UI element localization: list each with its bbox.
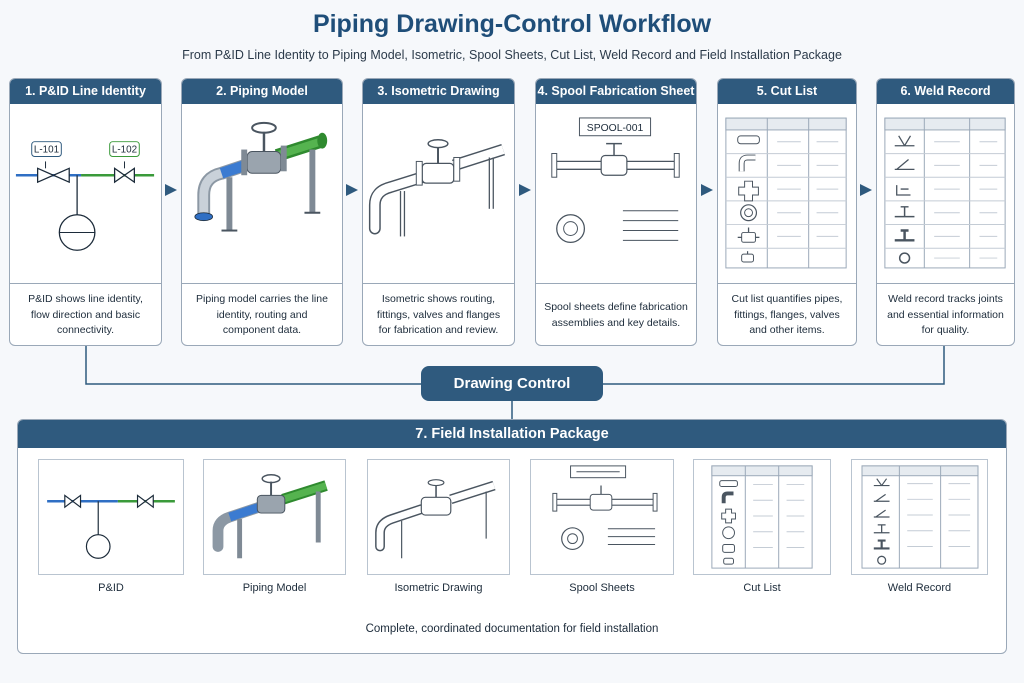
pkg-label: Cut List <box>743 582 781 594</box>
step-heading: 3. Isometric Drawing <box>363 79 514 104</box>
step-description: P&ID shows line identity, flow direction… <box>10 283 161 345</box>
isometric-drawing-icon <box>363 105 514 283</box>
step-weld-record: 6. Weld Record Weld record tracks j <box>876 78 1015 346</box>
arrow-right-icon <box>519 184 531 196</box>
step-heading: 4. Spool Fabrication Sheet <box>536 79 696 104</box>
step-spool-fabrication-sheet: 4. Spool Fabrication Sheet SPOOL-001 Spo… <box>535 78 697 346</box>
piping-model-3d-icon <box>182 105 342 283</box>
step-description: Isometric shows routing, fittings, valve… <box>363 283 514 345</box>
arrow-right-icon <box>165 184 177 196</box>
pkg-thumb-spool-sheets <box>530 459 674 575</box>
pkg-thumb-weld-record <box>851 459 988 575</box>
pkg-thumb-cut-list <box>693 459 831 575</box>
step-description: Spool sheets define fabrication assembli… <box>536 283 696 345</box>
step-description: Cut list quantifies pipes, fittings, fla… <box>718 283 856 345</box>
spool-sheet-icon: SPOOL-001 <box>536 105 696 283</box>
drawing-control-hub: Drawing Control <box>421 366 603 401</box>
spool-tag: SPOOL-001 <box>587 123 644 134</box>
cut-list-table-icon <box>718 105 856 283</box>
page-subtitle: From P&ID Line Identity to Piping Model,… <box>182 48 842 62</box>
field-installation-package: 7. Field Installation Package P&ID Pipin… <box>17 419 1007 654</box>
pid-diagram-icon: L-101 L-102 <box>10 105 161 283</box>
pkg-thumb-piping-model <box>203 459 346 575</box>
pkg-thumb-isometric <box>367 459 510 575</box>
arrow-right-icon <box>860 184 872 196</box>
arrow-right-icon <box>701 184 713 196</box>
page-title: Piping Drawing-Control Workflow <box>312 10 712 38</box>
pkg-label: Spool Sheets <box>569 582 635 594</box>
pkg-thumb-pid <box>38 459 184 575</box>
package-heading: 7. Field Installation Package <box>18 420 1006 448</box>
pkg-label: Isometric Drawing <box>394 582 483 594</box>
weld-record-table-icon <box>877 105 1014 283</box>
pkg-label: P&ID <box>98 582 124 594</box>
step-description: Piping model carries the line identity, … <box>182 283 342 345</box>
step-heading: 2. Piping Model <box>182 79 342 104</box>
step-piping-model: 2. Piping Model Piping model carries the… <box>181 78 343 346</box>
arrow-right-icon <box>346 184 358 196</box>
line-tag-l102: L-102 <box>112 145 137 156</box>
step-cut-list: 5. Cut List <box>717 78 857 346</box>
package-footer: Complete, coordinated documentation for … <box>365 623 659 635</box>
pkg-label: Piping Model <box>242 582 307 594</box>
step-heading: 6. Weld Record <box>877 79 1014 104</box>
line-tag-l101: L-101 <box>34 145 59 156</box>
step-isometric-drawing: 3. Isometric Drawing Isometric shows rou… <box>362 78 515 346</box>
step-heading: 5. Cut List <box>718 79 856 104</box>
step-heading: 1. P&ID Line Identity <box>10 79 161 104</box>
pkg-label: Weld Record <box>887 582 952 594</box>
step-description: Weld record tracks joints and essential … <box>877 283 1014 345</box>
step-pid-line-identity: 1. P&ID Line Identity L-101 L-102 P&ID s… <box>9 78 162 346</box>
